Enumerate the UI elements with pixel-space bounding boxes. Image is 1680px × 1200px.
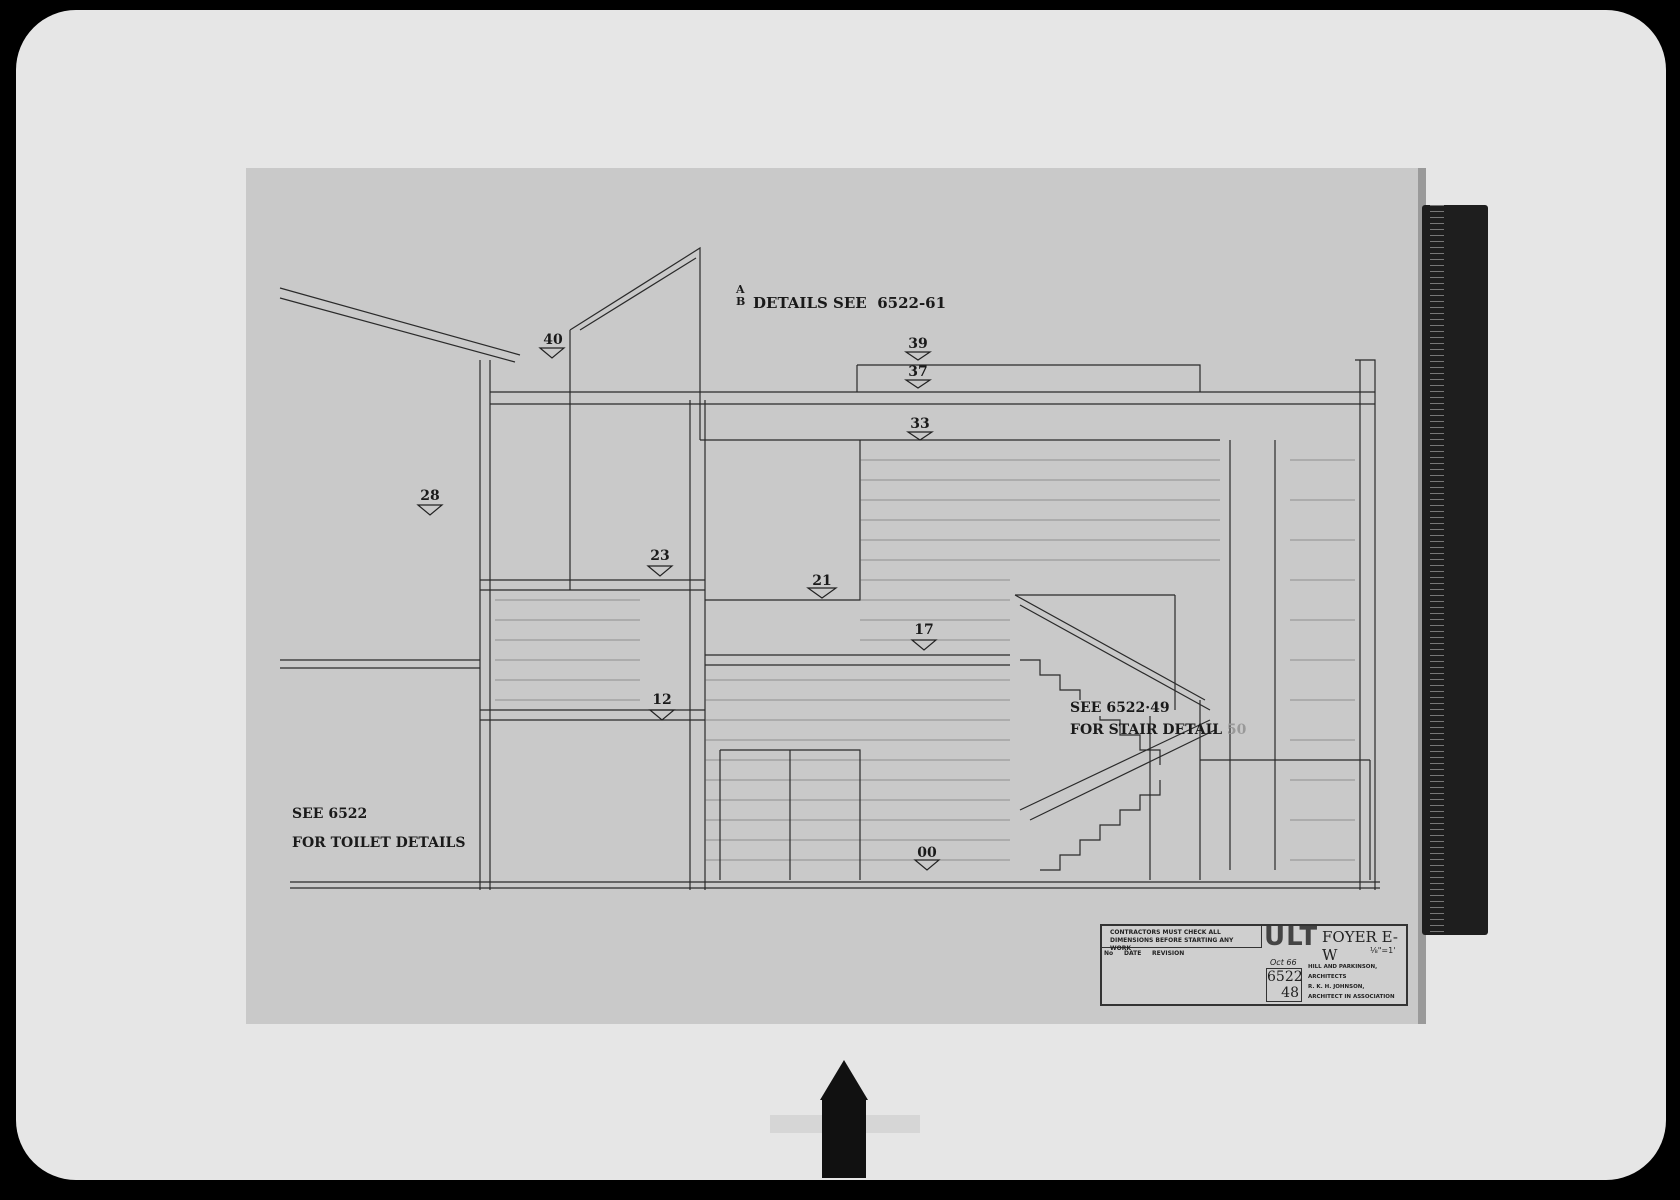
stair-ref-line2: FOR STAIR DETAIL 50 — [1070, 722, 1246, 738]
drawing-date: Oct 66 — [1270, 958, 1297, 967]
col-date: DATE — [1124, 950, 1142, 957]
toilet-ref-line1: SEE 6522 — [292, 806, 368, 822]
scale-ruler — [1422, 205, 1488, 935]
drawing-number: 6522 — [1267, 969, 1303, 985]
col-no: No — [1104, 950, 1114, 957]
col-revision: REVISION — [1152, 950, 1185, 957]
marker-12: 12 — [652, 692, 672, 708]
architect-line: ARCHITECT IN ASSOCIATION — [1308, 994, 1395, 1000]
architect-line: ARCHITECTS — [1308, 974, 1347, 980]
pointer-arrow-icon — [820, 1060, 868, 1100]
stair-ref-line1: SEE 6522·49 — [1070, 700, 1170, 716]
marker-39: 39 — [908, 336, 928, 352]
details-ref-number: 6522-61 — [877, 294, 947, 312]
sheet-number: 48 — [1281, 985, 1299, 1001]
details-ref-text: DETAILS SEE 6522-61 — [753, 294, 946, 312]
marker-33: 33 — [910, 416, 930, 432]
details-see-label: DETAILS SEE — [753, 294, 867, 312]
architect-line: HILL AND PARKINSON, — [1308, 964, 1378, 970]
pointer-stem — [822, 1098, 866, 1178]
toilet-ref-line2: FOR TOILET DETAILS — [292, 835, 466, 851]
marker-21: 21 — [812, 573, 832, 589]
project-code: ULT — [1264, 922, 1319, 952]
architect-line: R. K. H. JOHNSON, — [1308, 984, 1365, 990]
detail-b-letter: B — [736, 295, 746, 308]
stair-ref-text: FOR STAIR DETAIL — [1070, 722, 1223, 738]
contractor-warning: CONTRACTORS MUST CHECK ALL DIMENSIONS BE… — [1102, 926, 1262, 952]
detail-a-letter: A — [736, 283, 745, 296]
marker-23: 23 — [650, 548, 670, 564]
stair-ref-faint-number: 50 — [1226, 722, 1247, 738]
marker-17: 17 — [914, 622, 934, 638]
marker-37: 37 — [908, 364, 928, 380]
marker-00: 00 — [917, 845, 937, 861]
drawing-scale: ⅛"=1' — [1370, 946, 1396, 955]
title-block: CONTRACTORS MUST CHECK ALL DIMENSIONS BE… — [1100, 922, 1408, 1006]
architects: HILL AND PARKINSON, ARCHITECTS R. K. H. … — [1308, 962, 1395, 1002]
drawing-title: FOYER E-W — [1322, 928, 1398, 964]
drawing-sheet — [246, 168, 1426, 1024]
marker-28: 28 — [420, 488, 440, 504]
marker-40: 40 — [543, 332, 563, 348]
